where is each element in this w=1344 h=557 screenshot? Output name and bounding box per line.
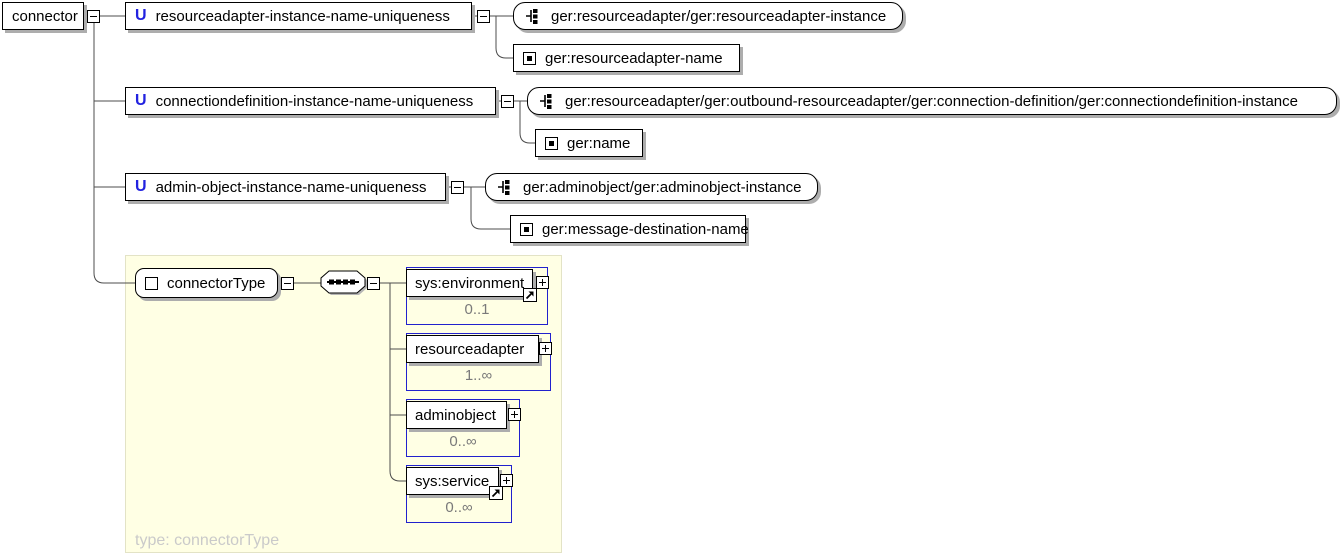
- child-element-resourceadapter[interactable]: resourceadapter 1..∞: [406, 333, 552, 391]
- unique-label: resourceadapter-instance-name-uniqueness: [155, 7, 450, 25]
- field-label: ger:name: [567, 134, 631, 152]
- unique-icon: U: [135, 92, 147, 109]
- unique-label: admin-object-instance-name-uniqueness: [155, 178, 427, 196]
- collapse-toggle[interactable]: [501, 95, 514, 108]
- field-icon: [523, 51, 536, 65]
- collapse-toggle[interactable]: [367, 277, 380, 290]
- selector-box-resourceadapter-instance[interactable]: ger:resourceadapter/ger:resourceadapter-…: [513, 2, 903, 30]
- selector-box-connectiondefinition-instance[interactable]: ger:resourceadapter/ger:outbound-resourc…: [527, 87, 1337, 115]
- field-box-resourceadapter-name[interactable]: ger:resourceadapter-name: [513, 44, 740, 72]
- element-name: sys:environment: [415, 274, 525, 292]
- field-label: ger:message-destination-name: [542, 220, 749, 238]
- expand-toggle[interactable]: [500, 474, 513, 487]
- cardinality-label: 0..∞: [449, 433, 477, 450]
- sequence-icon[interactable]: [320, 269, 368, 299]
- expand-toggle[interactable]: [508, 408, 521, 421]
- unique-label: connectiondefinition-instance-name-uniqu…: [155, 92, 474, 110]
- element-name: sys:service: [415, 472, 490, 490]
- unique-box-admin-object-instance[interactable]: U admin-object-instance-name-uniqueness: [125, 173, 446, 201]
- element-name: adminobject: [415, 406, 496, 424]
- selector-label: ger:adminobject/ger:adminobject-instance: [523, 178, 802, 196]
- child-element-sys-service[interactable]: sys:service 0..∞: [406, 465, 513, 523]
- field-icon: [545, 136, 558, 150]
- link-arrow-icon[interactable]: [489, 486, 503, 500]
- selector-box-adminobject-instance[interactable]: ger:adminobject/ger:adminobject-instance: [485, 173, 818, 201]
- selector-icon: [498, 180, 510, 195]
- element-name-box[interactable]: sys:environment: [406, 269, 537, 302]
- complex-type-icon: [145, 276, 158, 290]
- unique-box-resourceadapter-instance[interactable]: U resourceadapter-instance-name-uniquene…: [125, 2, 472, 30]
- element-name-box[interactable]: resourceadapter: [406, 335, 539, 363]
- root-element-box[interactable]: connector: [2, 2, 84, 30]
- element-name: resourceadapter: [415, 340, 525, 358]
- field-box-name[interactable]: ger:name: [535, 129, 643, 157]
- expand-toggle[interactable]: [536, 276, 549, 289]
- expand-toggle[interactable]: [539, 342, 552, 355]
- cardinality-label: 0..1: [464, 301, 490, 318]
- collapse-toggle[interactable]: [477, 10, 490, 23]
- child-element-adminobject[interactable]: adminobject 0..∞: [406, 399, 521, 457]
- unique-icon: U: [135, 178, 147, 195]
- collapse-toggle[interactable]: [281, 277, 294, 290]
- field-icon: [520, 222, 533, 236]
- link-arrow-icon[interactable]: [523, 288, 537, 302]
- selector-label: ger:resourceadapter/ger:outbound-resourc…: [565, 92, 1298, 110]
- child-element-sys-environment[interactable]: sys:environment 0..1: [406, 267, 549, 325]
- cardinality-label: 0..∞: [445, 499, 473, 516]
- element-name-box[interactable]: adminobject: [406, 401, 507, 429]
- collapse-toggle[interactable]: [451, 181, 464, 194]
- complex-type-label: connectorType: [167, 274, 266, 292]
- unique-box-connectiondefinition-instance[interactable]: U connectiondefinition-instance-name-uni…: [125, 87, 496, 115]
- unique-icon: U: [135, 7, 147, 24]
- element-name-box[interactable]: sys:service: [406, 467, 503, 500]
- field-box-message-destination-name[interactable]: ger:message-destination-name: [510, 215, 749, 243]
- root-element-label: connector: [12, 7, 78, 25]
- selector-label: ger:resourceadapter/ger:resourceadapter-…: [551, 7, 887, 25]
- complex-type-box[interactable]: connectorType: [135, 268, 278, 298]
- cardinality-label: 1..∞: [464, 367, 493, 384]
- selector-icon: [526, 9, 538, 24]
- field-label: ger:resourceadapter-name: [545, 49, 723, 67]
- selector-icon: [540, 94, 552, 109]
- root-collapse-toggle[interactable]: [87, 10, 100, 23]
- complex-type-footer-label: type: connectorType: [135, 532, 280, 549]
